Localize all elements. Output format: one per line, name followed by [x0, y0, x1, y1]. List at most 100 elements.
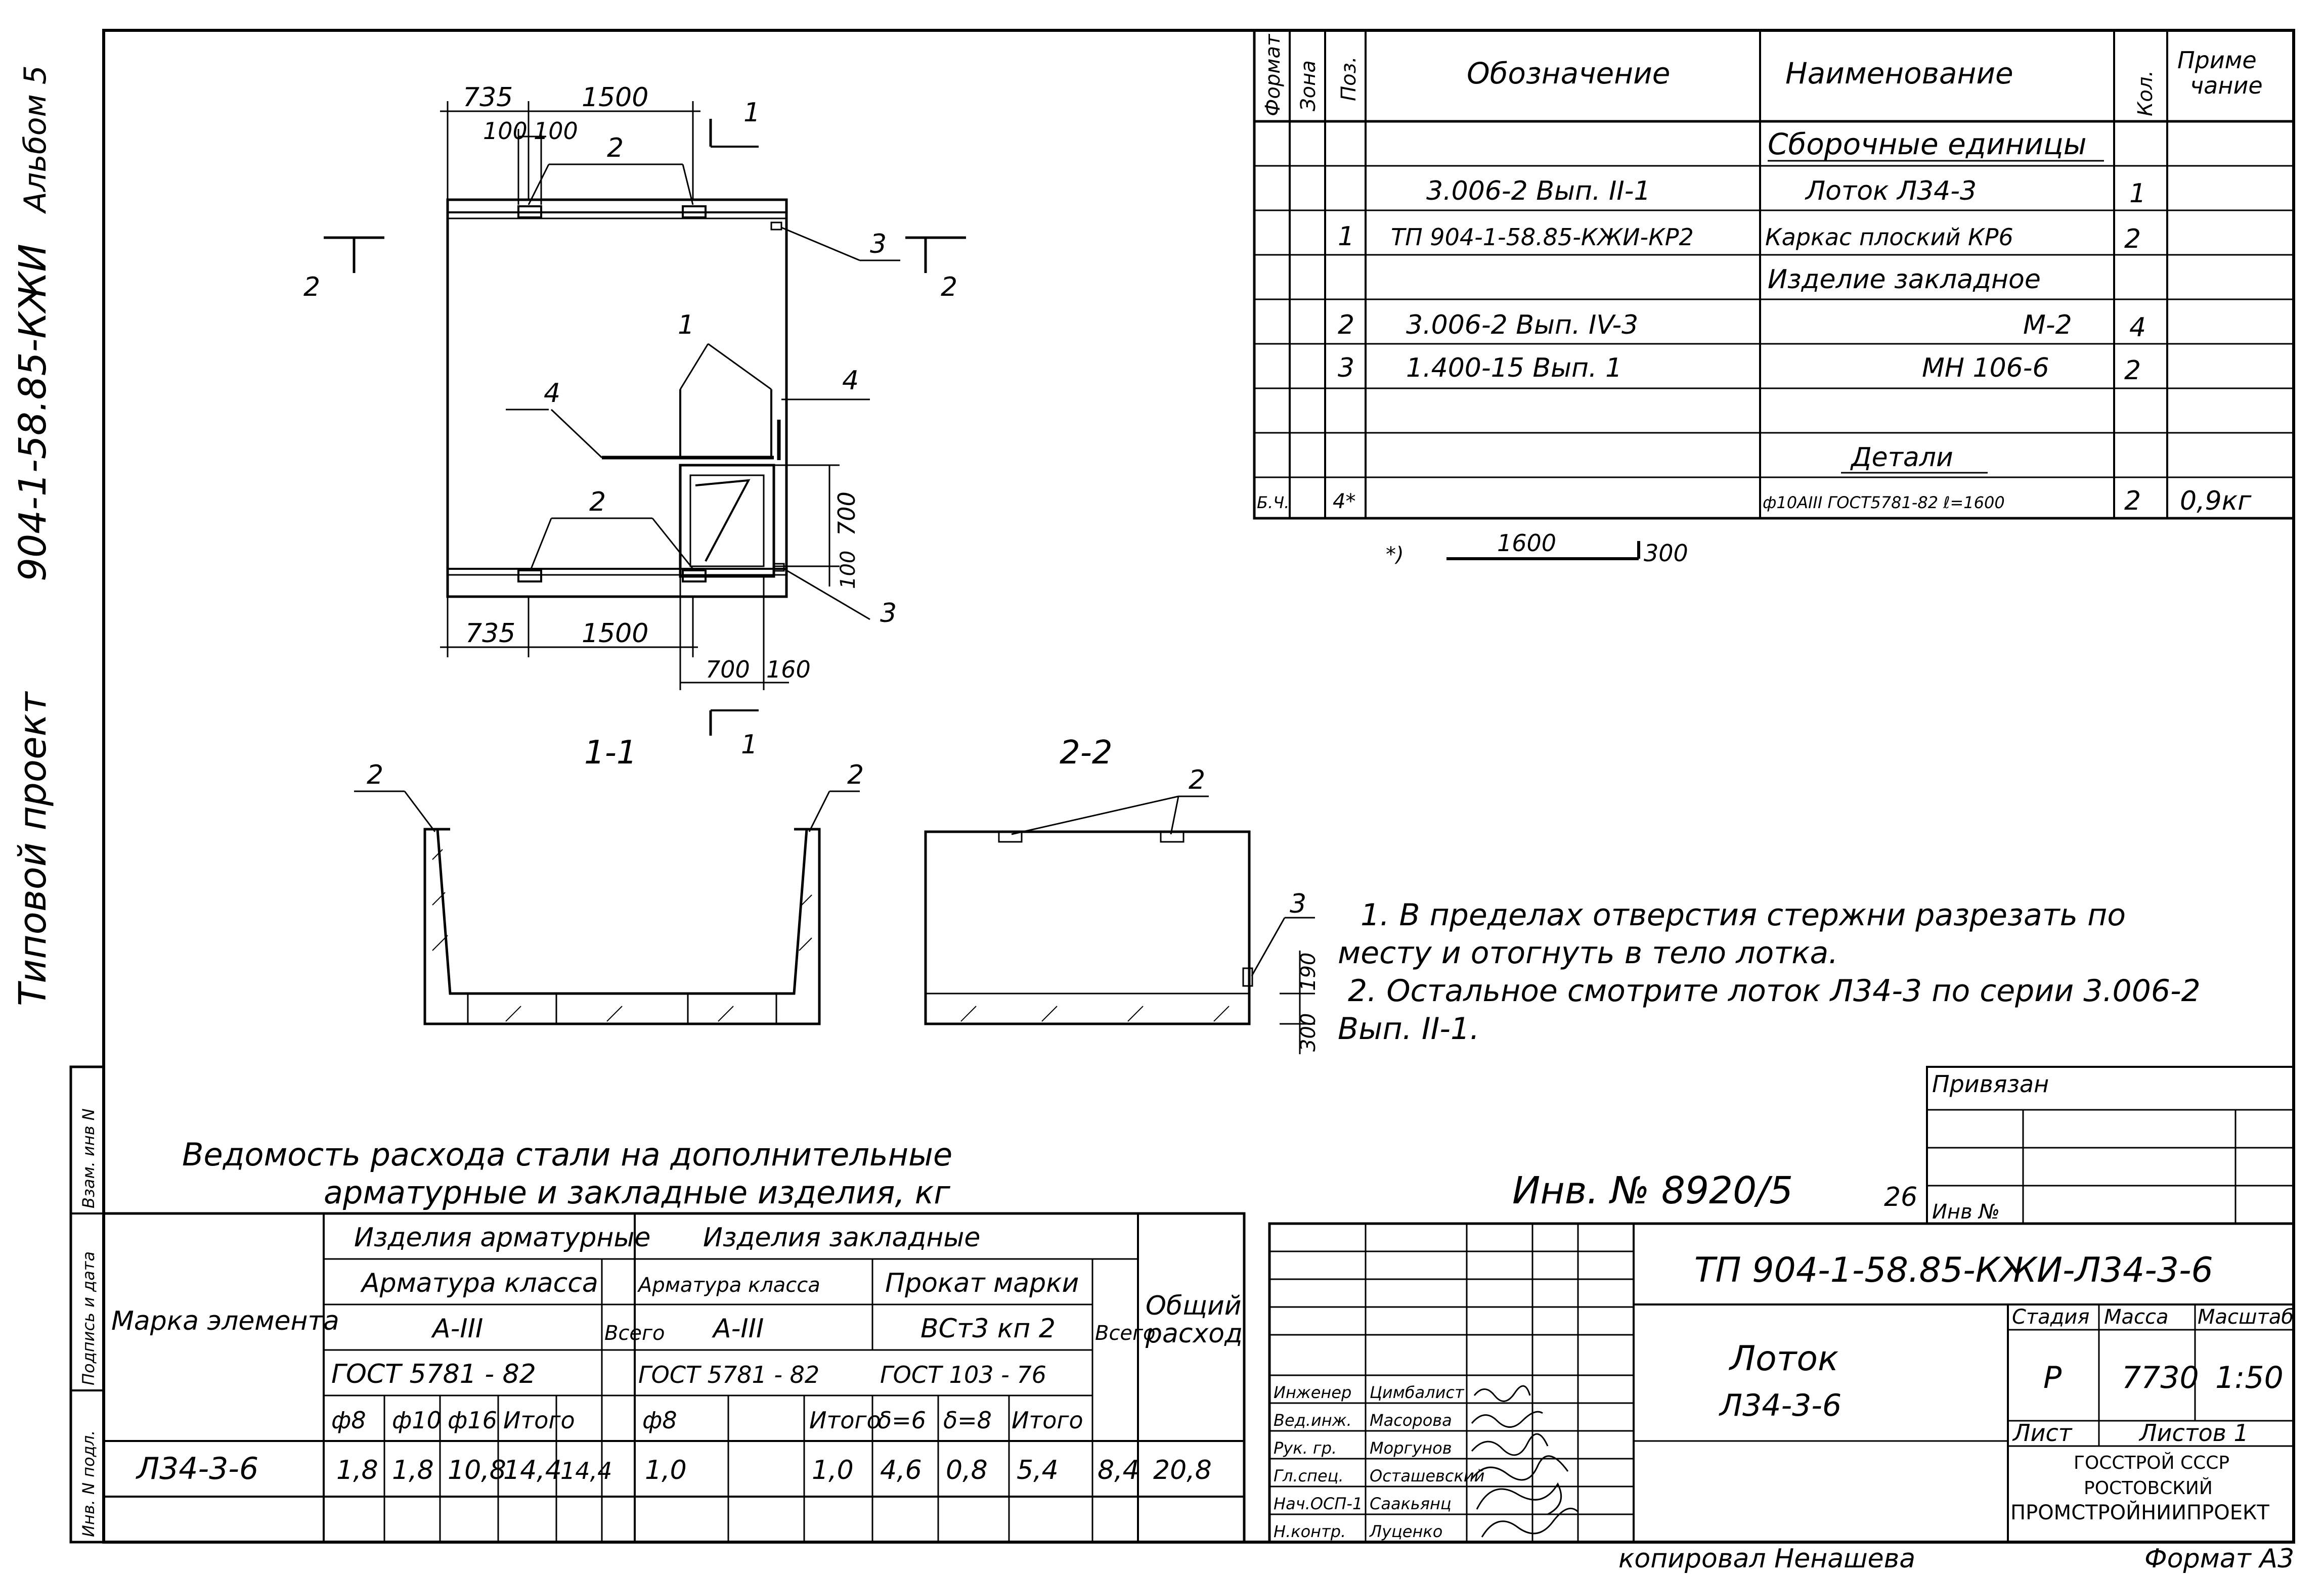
spec-row-name: Детали [1850, 442, 1953, 473]
section-2-2-callout: 2 [1189, 765, 1205, 795]
scale-header: Масштаб [2198, 1305, 2294, 1329]
spec-row-pos: 2 [1338, 310, 1354, 340]
spec-row-pos: 4* [1333, 490, 1355, 513]
page-number: 26 [1884, 1182, 1917, 1212]
dim-700-right: 700 [833, 491, 860, 536]
opening [679, 464, 775, 578]
strip-podpis: Подпись и дата [79, 1251, 98, 1385]
steel-row-val: 14,4 [503, 1455, 562, 1485]
signature [1481, 1507, 1579, 1538]
spec-row-name: Каркас плоский КР6 [1765, 223, 2013, 251]
steel-sub: ф16 [448, 1407, 497, 1434]
section-mark-2-right: 2 [941, 272, 957, 302]
steel-title-1: Ведомость расхода стали на дополнительны… [182, 1136, 952, 1173]
steel-h-vsego-2: Всего [1095, 1322, 1156, 1345]
steel-title-2: арматурные и закладные изделия, кг [324, 1174, 950, 1211]
steel-sub: δ=6 [878, 1407, 926, 1434]
callout-4-left: 4 [544, 378, 560, 409]
spec-row-format: Б.Ч. [1257, 493, 1289, 512]
steel-row-val: 20,8 [1153, 1455, 1212, 1485]
spec-header-zone: Зона [1297, 60, 1320, 111]
section-1-1: 1-1 2 2 [354, 734, 864, 1025]
plan-outline [446, 198, 788, 598]
side-label-album: Альбом 5 [18, 65, 53, 214]
strip-inv-podl: Инв. N подл. [79, 1430, 98, 1537]
side-label-prefix: Типовой проект [11, 691, 55, 1006]
spec-header-note-2: чание [2190, 72, 2263, 99]
steel-row-val: 5,4 [1017, 1455, 1059, 1485]
sheet-header: Лист [2012, 1419, 2073, 1447]
steel-h-a3: А-III [431, 1314, 483, 1344]
privyazan-label: Привязан [1932, 1070, 2049, 1098]
steel-sub: ф8 [331, 1407, 366, 1434]
signature [1476, 1482, 1562, 1515]
org-line-3: ПРОМСТРОЙНИИПРОЕКТ [2010, 1500, 2269, 1524]
spec-row-pos: 1 [1338, 221, 1354, 252]
person-name: Осташевский [1370, 1466, 1484, 1485]
drawing-name-2: Л34-3-6 [1719, 1388, 1841, 1423]
steel-row-val: 1,0 [645, 1455, 687, 1485]
dim-100b-top: 100 [534, 117, 578, 145]
steel-row-val: 1,8 [392, 1455, 434, 1485]
inv-no-label: Инв № [1932, 1200, 2000, 1224]
spec-header-note-1: Приме [2177, 47, 2257, 74]
mass-value: 7730 [2122, 1360, 2199, 1395]
scale-value: 1:50 [2215, 1360, 2284, 1395]
steel-h-mark: Марка элемента [111, 1306, 339, 1336]
spec-header-format: Формат [1261, 33, 1285, 116]
side-label-code: 904-1-58.85-КЖИ [11, 244, 55, 581]
spec-header-pos: Поз. [1337, 56, 1361, 101]
dim-735-top: 735 [463, 82, 513, 113]
mass-header: Масса [2104, 1305, 2169, 1329]
steel-h-arm-class: Арматура класса [360, 1268, 598, 1298]
spec-row-pos: 3 [1338, 353, 1354, 383]
person-name: Луценко [1369, 1522, 1442, 1541]
steel-row-mark: Л34-3-6 [136, 1451, 258, 1486]
callout-3-top: 3 [870, 229, 887, 259]
steel-sub: Итого [503, 1407, 575, 1434]
dim-735-bottom: 735 [465, 618, 515, 649]
spec-header-designation: Обозначение [1467, 56, 1670, 91]
spec-row-qty: 2 [2124, 486, 2141, 516]
format-label: Формат А3 [2144, 1544, 2294, 1574]
steel-h-gost-3: ГОСТ 103 - 76 [880, 1361, 1046, 1388]
section-mark-2-left: 2 [303, 272, 320, 302]
left-strip: Инв. N подл. Подпись и дата Взам. инв N [69, 1065, 105, 1544]
person-name: Моргунов [1370, 1438, 1452, 1458]
spec-row-note: 0,9кг [2180, 486, 2252, 516]
footnote-dim-1600: 1600 [1497, 529, 1556, 557]
section-1-1-outline [423, 828, 821, 1025]
steel-sub: ф10 [392, 1407, 442, 1434]
steel-h-vsego-1: Всего [604, 1322, 665, 1345]
dim-700-bottom: 700 [706, 656, 750, 683]
callout-2-mid: 2 [589, 487, 606, 517]
dim-1500-bottom: 1500 [582, 618, 648, 649]
steel-row-val: 1,8 [336, 1455, 378, 1485]
steel-row-val: 1,0 [812, 1455, 854, 1485]
steel-sub: δ=8 [943, 1407, 992, 1434]
spec-row-designation: 1.400-15 Вып. 1 [1406, 353, 1622, 383]
signature [1471, 1411, 1543, 1428]
person-role: Гл.спец. [1274, 1466, 1344, 1485]
steel-h-arm-class-2: Арматура класса [637, 1274, 820, 1297]
person-role: Вед.инж. [1274, 1411, 1352, 1430]
steel-sub: Итого [809, 1407, 881, 1434]
steel-row-val: 0,8 [946, 1455, 988, 1485]
note-line-1: 1. В пределах отверстия стержни разрезат… [1361, 897, 2126, 933]
side-label: Типовой проект 904-1-58.85-КЖИ Альбом 5 [11, 65, 55, 1006]
note-line-4: Вып. II-1. [1338, 1011, 1479, 1047]
person-name: Цимбалист [1370, 1383, 1465, 1402]
steel-sub: Итого [1012, 1407, 1083, 1434]
callout-2-top: 2 [607, 133, 624, 163]
person-role: Нач.ОСП-1 [1274, 1494, 1363, 1513]
callout-3-bottom: 3 [880, 598, 897, 628]
steel-h-vst3: ВСт3 кп 2 [920, 1314, 1056, 1344]
footnote-dim-300: 300 [1644, 539, 1688, 567]
spec-table: Формат Зона Поз. Обозначение Наименовани… [1253, 29, 2295, 567]
dim-100-right: 100 [837, 551, 860, 589]
spec-row-qty: 2 [2124, 224, 2141, 254]
drawing-code: ТП 904-1-58.85-КЖИ-Л34-3-6 [1694, 1250, 2213, 1290]
section-1-1-callout-right: 2 [847, 760, 864, 790]
spec-row-name: ф10АIII ГОСТ5781-82 ℓ=1600 [1763, 493, 2005, 512]
